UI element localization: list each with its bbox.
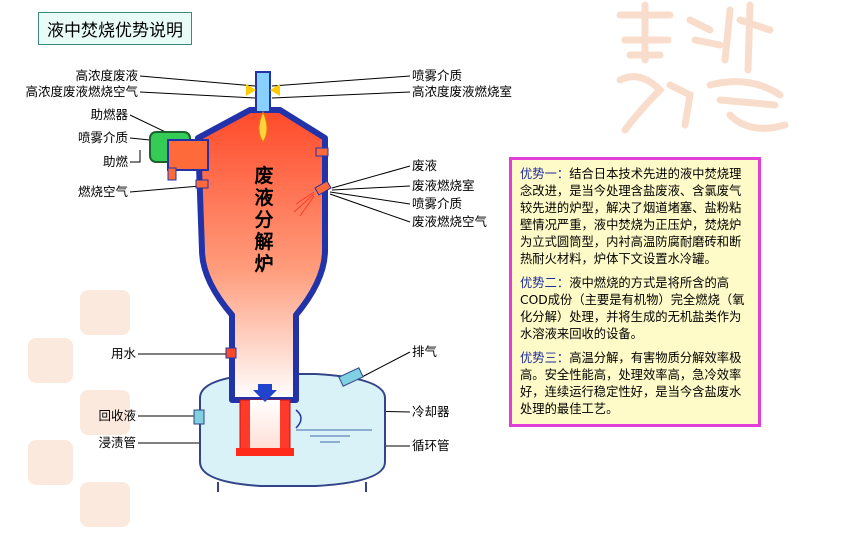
label-water-in: 用水 xyxy=(110,346,136,361)
advantage-item: 优势三：高温分解，有害物质分解效率极高。安全性能高，处理效率高，急冷效率好，连续… xyxy=(520,350,750,418)
advantage-text: 高温分解，有害物质分解效率极高。安全性能高，处理效率高，急冷效率好，连续运行稳定… xyxy=(520,351,742,416)
furnace-label-char: 废 xyxy=(254,165,274,187)
label-exhaust: 排气 xyxy=(412,344,438,359)
advantage-item: 优势一：结合日本技术先进的液中焚烧理念改进，是当今处理含盐废液、含氯废气较先进的… xyxy=(520,166,750,268)
seal-watermark-left-3 xyxy=(80,390,130,435)
label-waste-air: 废液燃烧空气 xyxy=(412,214,488,229)
label-burner: 助燃器 xyxy=(90,107,128,122)
label-spray-medium-left: 喷雾介质 xyxy=(77,130,128,145)
furnace-label-char: 液 xyxy=(254,187,274,209)
label-spray-medium-right: 喷雾介质 xyxy=(412,196,463,211)
label-waste-liquid: 废液 xyxy=(412,158,438,173)
label-spray-medium-top: 喷雾介质 xyxy=(412,68,463,83)
label-dip-tube: 浸渍管 xyxy=(98,435,136,450)
label-aux-fuel: 助燃 xyxy=(102,154,128,169)
furnace-label-char: 解 xyxy=(254,231,274,253)
furnace-label-char: 炉 xyxy=(254,253,274,275)
advantage-heading: 优势一： xyxy=(520,167,570,181)
label-high-conc-air: 高浓度废液燃烧空气 xyxy=(25,84,138,99)
furnace-label: 废 液 分 解 炉 xyxy=(252,165,276,275)
advantage-text: 液中燃烧的方式是将所含的高COD成份（主要是有机物）完全燃烧（氧化分解）处理，并… xyxy=(520,276,745,341)
advantage-item: 优势二：液中燃烧的方式是将所含的高COD成份（主要是有机物）完全燃烧（氧化分解）… xyxy=(520,275,750,343)
seal-watermark-left-5 xyxy=(80,482,130,527)
advantage-heading: 优势二： xyxy=(520,276,570,290)
seal-watermark-left-1 xyxy=(80,290,130,335)
seal-watermark-left-2 xyxy=(28,338,73,383)
label-waste-chamber: 废液燃烧室 xyxy=(412,178,475,193)
advantage-heading: 优势三： xyxy=(520,351,570,365)
label-high-conc-chamber: 高浓度废液燃烧室 xyxy=(412,84,513,99)
label-cooler: 冷却器 xyxy=(412,404,450,419)
label-high-conc-waste: 高浓度废液 xyxy=(75,68,138,83)
label-circulation-tube: 循环管 xyxy=(412,438,450,453)
advantages-panel: 优势一：结合日本技术先进的液中焚烧理念改进，是当今处理含盐废液、含氯废气较先进的… xyxy=(509,157,761,427)
seal-watermark-left-4 xyxy=(28,440,73,485)
furnace-label-char: 分 xyxy=(254,209,274,231)
advantage-text: 结合日本技术先进的液中焚烧理念改进，是当今处理含盐废液、含氯废气较先进的炉型，解… xyxy=(520,167,742,266)
label-recovery-liquid: 回收液 xyxy=(98,408,136,423)
seal-watermark-large xyxy=(600,0,800,140)
page-title: 液中焚烧优势说明 xyxy=(38,12,192,45)
label-combustion-air: 燃烧空气 xyxy=(77,184,128,199)
